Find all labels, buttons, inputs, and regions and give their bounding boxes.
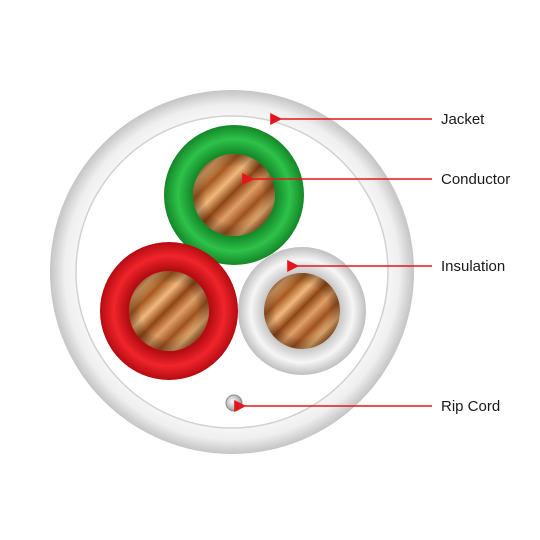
jacket-label: Jacket — [441, 111, 485, 128]
callout-lines — [234, 113, 432, 412]
rip-cord-label: Rip Cord — [441, 398, 500, 415]
callout-labels: Jacket Conductor Insulation Rip Cord — [441, 111, 510, 415]
white-insulated-conductor — [238, 247, 366, 375]
insulation-label: Insulation — [441, 258, 505, 275]
red-insulated-conductor — [100, 242, 238, 380]
conductor-label: Conductor — [441, 171, 510, 188]
green-insulated-conductor — [164, 125, 304, 265]
rip-cord — [225, 394, 243, 412]
